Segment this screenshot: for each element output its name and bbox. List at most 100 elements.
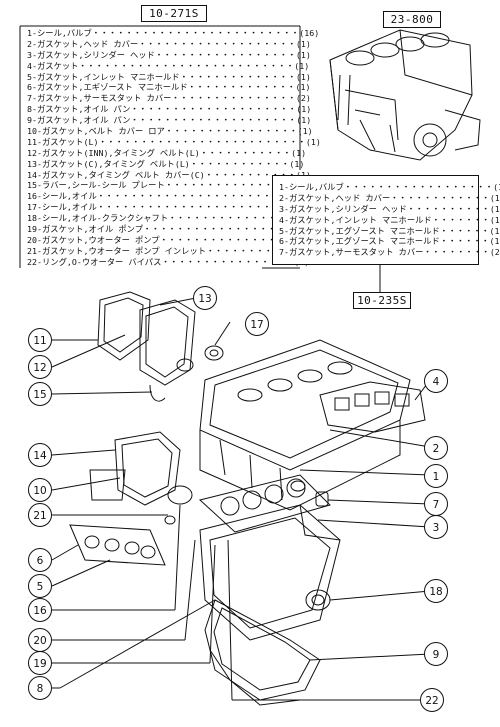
- callout-1: 1: [424, 464, 448, 488]
- main-parts-row: 19-ガスケット,オイル ポンプ・・・・・・・・・・・・・・・・・・・(1): [27, 224, 316, 235]
- sub-parts-row: 5-ガスケット,エグゾースト マニホールド・・・・・・(1): [279, 226, 500, 237]
- main-parts-item-qty: (2): [295, 93, 311, 104]
- sub-kit-list-box: 1-シール,バルブ・・・・・・・・・・・・・・・・・・(16)2-ガスケット,ヘ…: [272, 175, 500, 265]
- callout-3: 3: [424, 515, 448, 539]
- sub-parts-item-name: 7-ガスケット,サーモスタット カバー・・・・・・・・: [279, 247, 490, 258]
- main-parts-item-qty: (16): [299, 28, 320, 38]
- main-parts-item-name: 9-ガスケット,オイル パン・・・・・・・・・・・・・・・・・・・・: [27, 115, 297, 126]
- callout-8: 8: [28, 676, 52, 700]
- main-parts-row: 12-ガスケット(INN),タイミング ベルト(L)・・・・・・・・・・・(1): [27, 148, 306, 159]
- main-parts-item-qty: (1): [295, 49, 311, 60]
- main-parts-item-name: 6-ガスケット,エギゾースト マニホールド・・・・・・・・・・・・・: [27, 82, 296, 93]
- main-parts-row: 11-ガスケット(L)・・・・・・・・・・・・・・・・・・・・・・・・・(1): [27, 137, 321, 148]
- callout-7: 7: [424, 492, 448, 516]
- main-parts-item-name: 12-ガスケット(INN),タイミング ベルト(L)・・・・・・・・・・・: [27, 147, 292, 158]
- sub-parts-item-qty: (1): [489, 203, 500, 214]
- sub-parts-item-name: 3-ガスケット,シリンダー ヘッド・・・・・・・・・・: [279, 203, 490, 214]
- callout-5: 5: [28, 574, 52, 598]
- main-parts-item-qty: (1): [296, 170, 311, 180]
- main-parts-row: 21-ガスケット,ウオーター ポンプ インレット・・・・・・・・・・・(1): [27, 246, 312, 257]
- main-parts-item-name: 7-ガスケット,サーモスタット カバー・・・・・・・・・・・・・・・: [27, 93, 296, 104]
- timing-belt-cover-parts: [97, 291, 224, 402]
- sub-parts-row: 1-シール,バルブ・・・・・・・・・・・・・・・・・・(16): [279, 182, 500, 193]
- main-parts-row: 1-シール,バルブ・・・・・・・・・・・・・・・・・・・・・・・・・(16): [27, 28, 319, 39]
- sub-parts-item-qty: (1): [489, 192, 500, 203]
- main-parts-item-qty: (1): [295, 38, 311, 49]
- main-parts-item-qty: (1): [294, 60, 310, 71]
- callout-2: 2: [424, 436, 448, 460]
- sub-parts-item-name: 2-ガスケット,ヘッド カバー・・・・・・・・・・・・: [279, 192, 490, 203]
- main-parts-row: 10-ガスケット,ベルト カバー ロア・・・・・・・・・・・・・・・・(1): [27, 126, 313, 137]
- sub-parts-item-qty: (1): [489, 225, 500, 236]
- main-parts-item-name: 13-ガスケット(C),タイミング ベルト(L)・・・・・・・・・・・・: [27, 158, 290, 169]
- sub-parts-row: 3-ガスケット,シリンダー ヘッド・・・・・・・・・・(1): [279, 204, 500, 215]
- main-parts-item-name: 11-ガスケット(L)・・・・・・・・・・・・・・・・・・・・・・・・・: [27, 136, 306, 147]
- main-parts-list: 1-シール,バルブ・・・・・・・・・・・・・・・・・・・・・・・・・(16)2-…: [27, 28, 321, 268]
- main-parts-item-qty: (1): [295, 71, 311, 82]
- main-parts-row: 6-ガスケット,エギゾースト マニホールド・・・・・・・・・・・・・(1): [27, 82, 310, 93]
- cylinder-head: [199, 339, 411, 511]
- sub-parts-item-qty: (2): [489, 247, 500, 258]
- callout-14: 14: [28, 443, 52, 467]
- main-parts-row: 18-シール,オイル-クランクシャフト・・・・・・・・・・・・・・・・(1): [27, 213, 316, 224]
- main-parts-row: 22-リング,O-ウオーター バイパス・・・・・・・・・・・・・・・・(1): [27, 257, 309, 268]
- main-parts-row: 20-ガスケット,ウオーター ポンプ・・・・・・・・・・・・・・・・・(1): [27, 235, 316, 246]
- main-parts-item-name: 3-ガスケット,シリンダー ヘッド・・・・・・・・・・・・・・・・・: [27, 49, 296, 60]
- main-parts-item-qty: (1): [289, 158, 305, 169]
- main-parts-row: 16-シール,オイル・・・・・・・・・・・・・・・・・・・・・・・・(1): [27, 191, 311, 202]
- manifold-gasket-right: [319, 381, 426, 433]
- main-parts-item-name: 16-シール,オイル・・・・・・・・・・・・・・・・・・・・・・・・: [27, 191, 296, 202]
- main-parts-row: 7-ガスケット,サーモスタット カバー・・・・・・・・・・・・・・・(2): [27, 93, 311, 104]
- manifold-gasket-left: [69, 524, 166, 566]
- main-parts-item-name: 20-ガスケット,ウオーター ポンプ・・・・・・・・・・・・・・・・・: [27, 234, 301, 245]
- callout-16: 16: [28, 598, 52, 622]
- main-parts-row: 14-ガスケット,タイミング ベルト カバー(C)・・・・・・・・・・・(1): [27, 170, 311, 181]
- main-parts-item-name: 8-ガスケット,オイル パン・・・・・・・・・・・・・・・・・・・・: [27, 104, 297, 115]
- main-parts-item-name: 14-ガスケット,タイミング ベルト カバー(C)・・・・・・・・・・・: [27, 169, 296, 180]
- sub-parts-row: 2-ガスケット,ヘッド カバー・・・・・・・・・・・・(1): [279, 193, 500, 204]
- main-parts-item-name: 18-シール,オイル-クランクシャフト・・・・・・・・・・・・・・・・: [27, 213, 301, 224]
- head-gasket: [198, 474, 331, 533]
- main-parts-item-qty: (1): [305, 136, 321, 147]
- block-reference-code-box: 23-800: [383, 11, 441, 28]
- main-kit-code-box: 10-271S: [141, 5, 207, 22]
- main-parts-item-name: 15-ラバー,シール-シール プレート・・・・・・・・・・・・・・・・: [27, 180, 298, 191]
- main-parts-item-name: 19-ガスケット,オイル ポンプ・・・・・・・・・・・・・・・・・・・: [27, 224, 301, 235]
- sub-parts-row: 7-ガスケット,サーモスタット カバー・・・・・・・・(2): [279, 247, 500, 258]
- callout-13: 13: [193, 286, 217, 310]
- main-parts-item-name: 1-シール,バルブ・・・・・・・・・・・・・・・・・・・・・・・・・: [27, 28, 300, 38]
- sub-parts-item-name: 6-ガスケット,エグゾースト マニホールド・・・・・・: [279, 236, 490, 247]
- sub-parts-list: 1-シール,バルブ・・・・・・・・・・・・・・・・・・(16)2-ガスケット,ヘ…: [279, 182, 500, 258]
- main-parts-item-qty: (1): [296, 115, 312, 126]
- sub-parts-item-name: 4-ガスケット,インレット マニホールド・・・・・・・: [279, 214, 490, 225]
- sub-parts-item-name: 1-シール,バルブ・・・・・・・・・・・・・・・・・・: [279, 182, 494, 192]
- main-parts-row: 5-ガスケット,インレット マニホールド・・・・・・・・・・・・・・(1): [27, 72, 311, 83]
- main-parts-row: 15-ラバー,シール-シール プレート・・・・・・・・・・・・・・・・(1): [27, 180, 313, 191]
- front-cover-parts: [89, 431, 193, 525]
- callout-22: 22: [420, 688, 444, 712]
- callout-4: 4: [424, 369, 448, 393]
- callout-17: 17: [245, 312, 269, 336]
- sub-parts-row: 6-ガスケット,エグゾースト マニホールド・・・・・・(1): [279, 236, 500, 247]
- main-parts-item-qty: (1): [295, 82, 311, 93]
- callout-10: 10: [28, 478, 52, 502]
- callout-15: 15: [28, 382, 52, 406]
- callout-21: 21: [28, 503, 52, 527]
- oil-pan: [204, 599, 321, 706]
- callout-19: 19: [28, 651, 52, 675]
- main-parts-row: 3-ガスケット,シリンダー ヘッド・・・・・・・・・・・・・・・・・(1): [27, 50, 311, 61]
- main-parts-item-name: 22-リング,O-ウオーター バイパス・・・・・・・・・・・・・・・・: [27, 256, 295, 267]
- main-parts-item-qty: (1): [291, 147, 307, 158]
- main-parts-item-qty: (1): [297, 126, 313, 137]
- main-parts-item-name: 17-シール,オイル・・・・・・・・・・・・・・・・・・・・・・・・: [27, 202, 296, 213]
- main-parts-item-qty: (1): [296, 104, 312, 115]
- engine-block-illustration: [329, 29, 481, 161]
- main-parts-row: 13-ガスケット(C),タイミング ベルト(L)・・・・・・・・・・・・(1): [27, 159, 304, 170]
- callout-6: 6: [28, 548, 52, 572]
- sub-parts-item-qty: (16): [493, 182, 500, 192]
- main-parts-item-name: 5-ガスケット,インレット マニホールド・・・・・・・・・・・・・・: [27, 71, 296, 82]
- callout-20: 20: [28, 628, 52, 652]
- main-parts-item-name: 10-ガスケット,ベルト カバー ロア・・・・・・・・・・・・・・・・: [27, 126, 298, 137]
- main-parts-row: 4-ガスケット・・・・・・・・・・・・・・・・・・・・・・・・・・(1): [27, 61, 309, 72]
- sub-parts-item-qty: (1): [489, 214, 500, 225]
